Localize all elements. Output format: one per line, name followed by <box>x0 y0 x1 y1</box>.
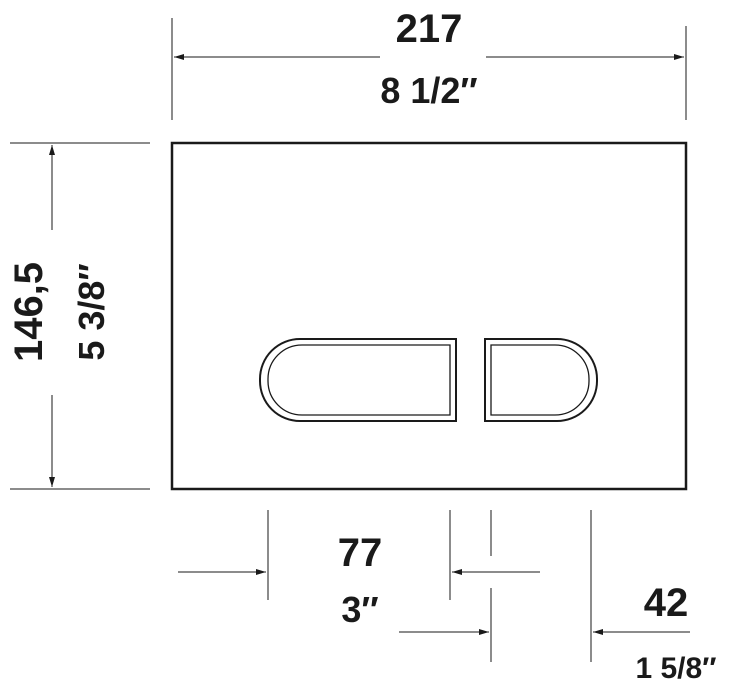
offset-mm-label: 42 <box>644 581 689 625</box>
width-inch-label: 8 1/2″ <box>380 70 477 111</box>
large-flush-button <box>259 338 457 422</box>
height-inch-label: 5 3/8″ <box>71 263 112 360</box>
height-dimension: 146,5 5 3/8″ <box>7 142 150 490</box>
height-mm-label: 146,5 <box>7 262 51 362</box>
width-mm-label: 217 <box>396 7 463 51</box>
flush-plate <box>170 141 688 491</box>
button-width-dimension: 77 3″ <box>178 510 540 630</box>
offset-inch-label: 1 5/8″ <box>635 652 716 685</box>
width-dimension: 217 8 1/2″ <box>171 7 687 120</box>
offset-dimension: 42 1 5/8″ <box>399 510 717 685</box>
small-flush-button <box>484 338 598 422</box>
button-width-mm-label: 77 <box>338 531 383 575</box>
button-width-inch-label: 3″ <box>341 589 378 630</box>
